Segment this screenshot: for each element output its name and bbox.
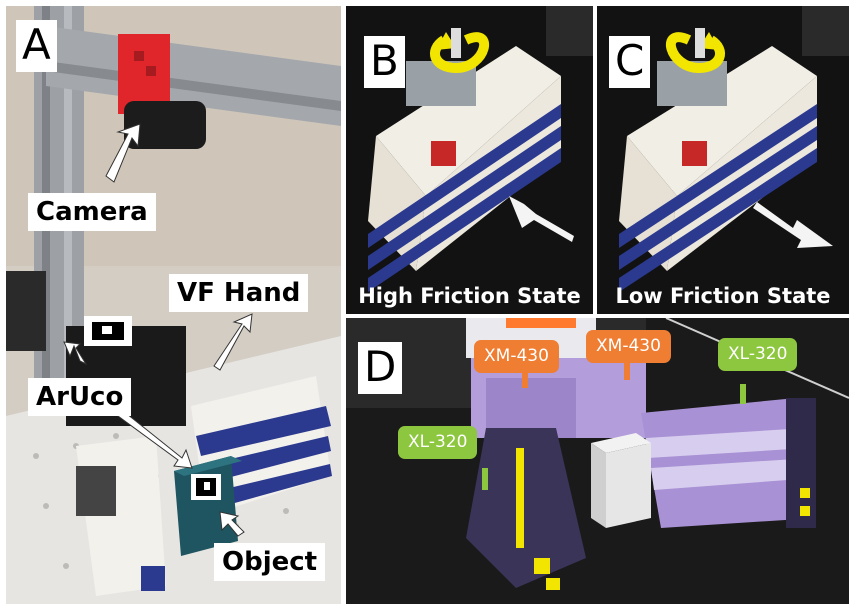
- xm430-tag-left: XM-430: [474, 340, 559, 373]
- low-friction-hand-photo: [597, 6, 849, 314]
- low-friction-label: Low Friction State: [615, 284, 831, 308]
- high-friction-hand-photo: [346, 6, 593, 314]
- xm430-tag-right: XM-430: [586, 330, 671, 363]
- panel-a-photo: A Camera VF Hand ArUco Object: [6, 6, 341, 604]
- high-friction-label: High Friction State: [358, 284, 581, 308]
- panel-b-photo: B High Friction State: [346, 6, 593, 314]
- panel-c-letter: C: [609, 36, 651, 88]
- aruco-label: ArUco: [28, 378, 132, 416]
- camera-label: Camera: [28, 193, 156, 231]
- panel-b-letter: B: [364, 36, 405, 88]
- panel-d-letter: D: [358, 342, 403, 394]
- xl320-tag-left: XL-320: [398, 426, 478, 459]
- object-label: Object: [214, 543, 326, 581]
- vf-hand-label: VF Hand: [169, 274, 309, 312]
- panel-a-letter: A: [16, 20, 57, 72]
- panel-d-render: D XM-430 XM-430 XL-320 XL-320: [346, 318, 849, 604]
- panel-c-photo: C Low Friction State: [597, 6, 849, 314]
- xl320-tag-right: XL-320: [718, 338, 798, 371]
